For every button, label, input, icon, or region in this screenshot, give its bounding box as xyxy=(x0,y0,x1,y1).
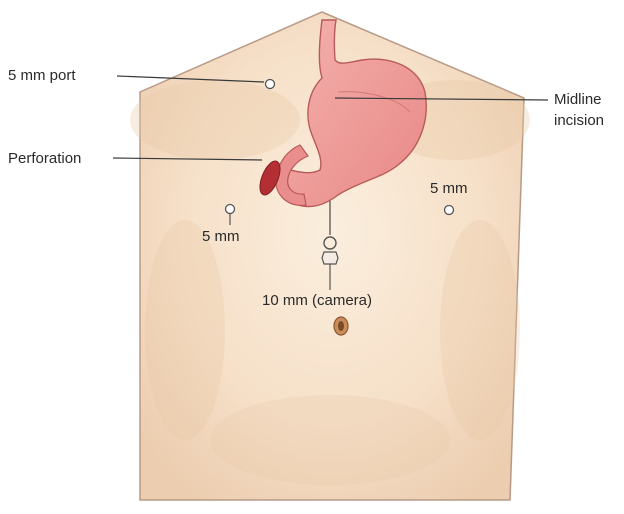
label-5mm-port-top: 5 mm port xyxy=(8,67,76,84)
label-5mm-right: 5 mm xyxy=(430,180,468,197)
label-midline: Midline xyxy=(554,91,602,108)
flank-shadow-right xyxy=(440,220,520,440)
port-5mm-top-circle xyxy=(266,80,275,89)
port-5mm-left-circle xyxy=(226,205,235,214)
label-camera: 10 mm (camera) xyxy=(262,292,372,309)
label-perforation: Perforation xyxy=(8,150,81,167)
flank-shadow-left xyxy=(145,220,225,440)
umbilicus-inner xyxy=(338,321,344,331)
label-5mm-left: 5 mm xyxy=(202,228,240,245)
chest-shadow-left xyxy=(130,80,300,160)
lower-shadow xyxy=(210,395,450,485)
camera-trocar xyxy=(322,252,338,264)
label-incision: incision xyxy=(554,112,604,129)
port-5mm-right-circle xyxy=(445,206,454,215)
